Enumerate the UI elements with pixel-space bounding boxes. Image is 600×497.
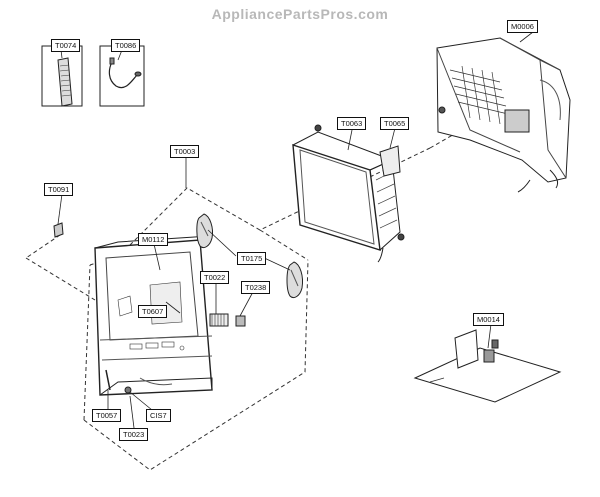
component-t0238 — [235, 315, 246, 327]
part-label-t0607[interactable]: T0607 — [138, 305, 168, 318]
circuit-board — [413, 329, 562, 403]
rear-cabinet — [436, 37, 571, 193]
leader-lines — [57, 31, 534, 429]
component-cis7 — [124, 386, 132, 394]
speaker-left — [196, 213, 213, 249]
part-label-m0006[interactable]: M0006 — [507, 20, 538, 33]
watermark-text: AppliancePartsPros.com — [211, 6, 389, 22]
cable-accessory — [99, 45, 145, 107]
yoke-bracket — [379, 145, 401, 177]
part-label-cis7[interactable]: CIS7 — [146, 409, 171, 422]
component-t0022 — [209, 313, 229, 327]
part-label-t0063[interactable]: T0063 — [337, 117, 367, 130]
part-label-t0065[interactable]: T0065 — [380, 117, 410, 130]
picture-tube — [292, 124, 405, 263]
part-label-t0057[interactable]: T0057 — [92, 409, 122, 422]
part-label-t0003[interactable]: T0003 — [170, 145, 200, 158]
part-label-t0175[interactable]: T0175 — [237, 252, 267, 265]
part-label-t0086[interactable]: T0086 — [111, 39, 141, 52]
component-t0057 — [105, 369, 111, 391]
component-t0091 — [53, 222, 64, 238]
part-label-t0022[interactable]: T0022 — [200, 271, 230, 284]
part-label-t0023[interactable]: T0023 — [119, 428, 149, 441]
part-label-t0074[interactable]: T0074 — [51, 39, 81, 52]
part-label-t0091[interactable]: T0091 — [44, 183, 74, 196]
part-label-m0014[interactable]: M0014 — [473, 313, 504, 326]
speaker-right — [286, 261, 303, 299]
part-label-t0238[interactable]: T0238 — [241, 281, 271, 294]
part-label-m0112[interactable]: M0112 — [138, 233, 169, 246]
